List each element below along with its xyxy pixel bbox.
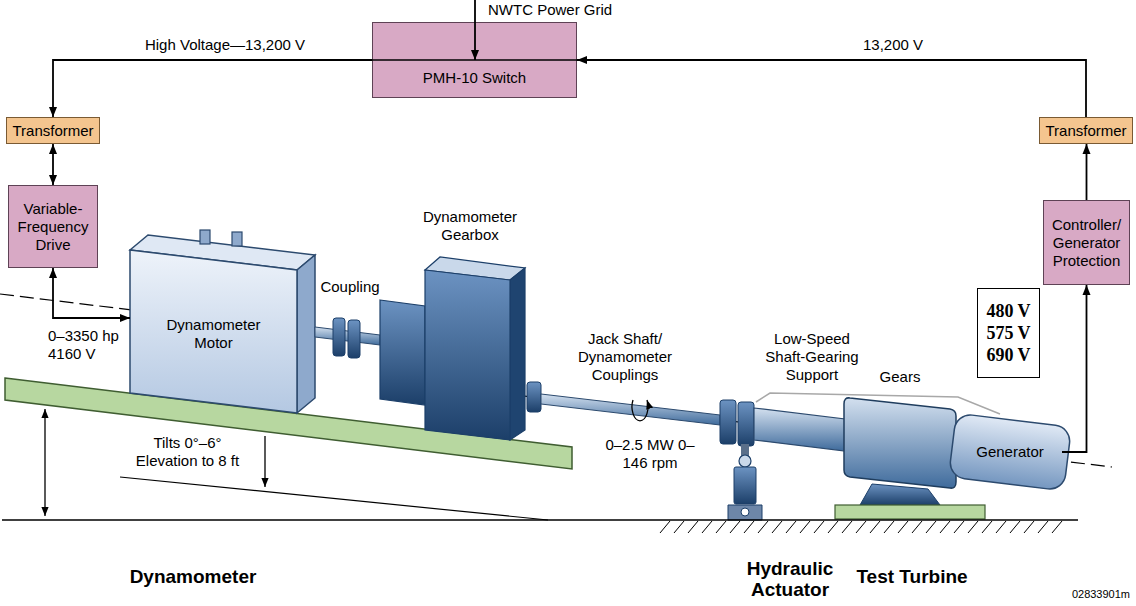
switch-box: PMH-10 Switch	[372, 22, 577, 98]
motor-side	[297, 255, 315, 413]
transformer-box: Transformer	[6, 117, 100, 144]
drive-box: Variable- Frequency Drive	[8, 185, 98, 268]
line-label: High Voltage—13,200 V	[115, 36, 335, 54]
coupling-disc	[333, 318, 345, 356]
bus-line	[372, 59, 579, 61]
part-label: Jack Shaft/ Dynamometer Couplings	[575, 330, 675, 384]
box-text: Transformer	[12, 122, 93, 140]
connector-line	[577, 60, 1086, 117]
tilt-line	[120, 477, 548, 520]
generator-body	[949, 413, 1072, 491]
grid-feed-line	[474, 0, 476, 22]
actuator-pin	[741, 508, 749, 516]
box-text: Generator	[976, 443, 1044, 461]
box-text: 480 V 575 V 690 V	[984, 300, 1033, 366]
part-label: Gears	[870, 368, 930, 386]
section-title: Hydraulic Actuator	[735, 558, 845, 600]
motor-terminal	[200, 230, 210, 244]
line-label: 0–3350 hp 4160 V	[48, 327, 128, 363]
grid-feed-line	[474, 22, 476, 60]
line-label: 13,200 V	[845, 36, 941, 54]
motor-front	[130, 250, 297, 413]
generator-shell	[949, 413, 1072, 491]
connector-line	[1062, 285, 1087, 452]
elevation-arrow	[44, 409, 45, 516]
box-text: Variable- Frequency Drive	[13, 200, 93, 254]
connectors	[53, 60, 1087, 452]
connector-line	[53, 268, 130, 318]
gearbox-input	[380, 300, 425, 405]
box-text: Controller/ Generator Protection	[1048, 216, 1125, 270]
gear-housing	[844, 398, 956, 488]
section-title: Dynamometer	[113, 566, 273, 587]
controller-box: Controller/ Generator Protection	[1043, 200, 1130, 285]
rating-label: 0–2.5 MW 0–146 rpm	[605, 436, 695, 472]
motor-body: Dynamometer Motor	[130, 250, 297, 393]
switch-wiring	[372, 22, 577, 98]
dimension-label: Tilts 0°–6° Elevation to 8 ft	[130, 434, 245, 470]
output-coupling	[527, 382, 541, 412]
part-label: Dynamometer Gearbox	[415, 208, 525, 244]
jack-shaft	[541, 394, 720, 425]
shaft-coupling	[720, 400, 736, 444]
gearbox-front	[425, 270, 510, 440]
rotation-arrow	[632, 400, 648, 421]
actuator-clevis	[728, 505, 762, 520]
actuator-cylinder	[734, 467, 756, 504]
ground-hatch	[660, 521, 1062, 533]
figure-number: 02833901m	[1030, 588, 1130, 601]
generator-body: Generator	[958, 434, 1062, 470]
voltage-box: 480 V 575 V 690 V	[977, 288, 1040, 378]
shaft-coupling	[738, 402, 754, 446]
box-text: PMH-10 Switch	[423, 69, 526, 87]
actuator-rod	[741, 444, 749, 456]
connector-line	[52, 144, 54, 185]
box-text: Dynamometer Motor	[158, 316, 270, 352]
actuator-pivot	[739, 455, 751, 467]
coupling-disc	[348, 320, 360, 358]
box-text: Transformer	[1045, 122, 1126, 140]
low-speed-shaft	[754, 408, 845, 451]
part-label: Coupling	[315, 278, 385, 296]
connector-line	[53, 60, 372, 117]
motor-terminal	[232, 232, 242, 246]
grid-label: NWTC Power Grid	[488, 1, 628, 19]
connector-line	[1086, 144, 1088, 200]
gearbox-side	[510, 268, 525, 440]
turbine-base	[835, 505, 985, 519]
transformer-box: Transformer	[1039, 117, 1133, 144]
section-title: Test Turbine	[850, 566, 974, 587]
turbine-stand	[860, 484, 940, 505]
tilt-arrow	[264, 436, 265, 487]
part-label: Low-Speed Shaft-Gearing Support	[760, 330, 864, 384]
